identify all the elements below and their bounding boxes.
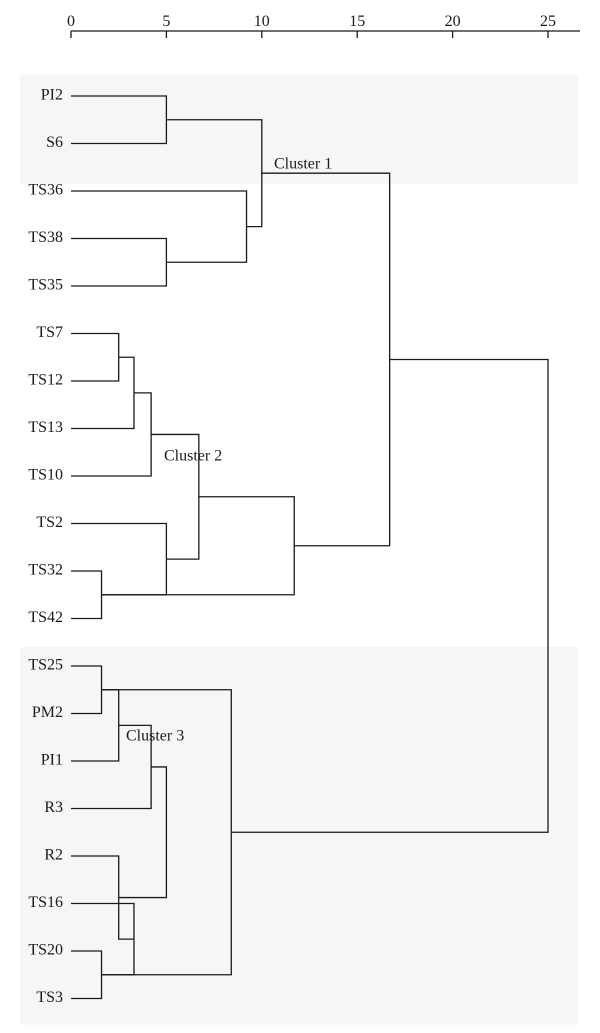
cluster-label-1: Cluster 1	[274, 156, 332, 173]
axis-tick-label: 15	[349, 13, 365, 30]
axis-tick-label: 10	[254, 13, 270, 30]
leaf-label-pi1: PI1	[41, 752, 63, 769]
dendrogram-link	[118, 766, 168, 899]
axis-tick-label: 0	[67, 13, 75, 30]
leaf-label-ts38: TS38	[28, 229, 63, 246]
leaf-label-s6: S6	[46, 134, 63, 151]
leaf-label-pi2: PI2	[41, 87, 63, 104]
dendrogram-link	[71, 522, 168, 596]
cluster-label-2: Cluster 2	[164, 448, 222, 465]
dendrogram-link	[71, 570, 103, 620]
leaf-labels: PI2S6TS36TS38TS35TS7TS12TS13TS10TS2TS32T…	[28, 87, 63, 1007]
leaf-label-ts42: TS42	[28, 609, 63, 626]
cluster-label-3: Cluster 3	[126, 728, 184, 745]
leaf-label-ts2: TS2	[36, 514, 63, 531]
leaf-label-ts20: TS20	[28, 942, 63, 959]
leaf-label-r3: R3	[44, 799, 63, 816]
leaf-label-ts10: TS10	[28, 467, 63, 484]
leaf-label-ts32: TS32	[28, 562, 63, 579]
leaf-label-pm2: PM2	[32, 704, 63, 721]
leaf-label-ts3: TS3	[36, 989, 63, 1006]
dendrogram-link	[71, 392, 152, 477]
dendrogram-link	[261, 172, 391, 547]
dendrogram-link	[71, 190, 248, 263]
axis-tick-label: 25	[540, 13, 556, 30]
leaf-label-ts12: TS12	[28, 372, 63, 389]
leaf-label-ts16: TS16	[28, 894, 63, 911]
distance-axis: 0 5 10 15 20 25	[67, 13, 580, 38]
dendrogram-link	[71, 237, 168, 287]
leaf-label-r2: R2	[44, 847, 63, 864]
dendrogram-links	[71, 95, 549, 1000]
dendrogram-link	[231, 358, 549, 833]
cluster-labels: Cluster 1 Cluster 2 Cluster 3	[126, 156, 332, 745]
dendrogram-link	[101, 496, 295, 596]
axis-tick-label: 5	[162, 13, 170, 30]
axis-tick-label: 20	[445, 13, 461, 30]
leaf-label-ts13: TS13	[28, 419, 63, 436]
leaf-label-ts36: TS36	[28, 182, 63, 199]
leaf-label-ts7: TS7	[36, 324, 63, 341]
leaf-label-ts35: TS35	[28, 277, 63, 294]
cluster-band	[20, 647, 578, 1025]
dendrogram-link	[71, 332, 120, 382]
cluster-bands	[20, 74, 578, 1025]
dendrogram-link	[71, 356, 135, 430]
cluster-band	[20, 74, 578, 184]
leaf-label-ts25: TS25	[28, 657, 63, 674]
